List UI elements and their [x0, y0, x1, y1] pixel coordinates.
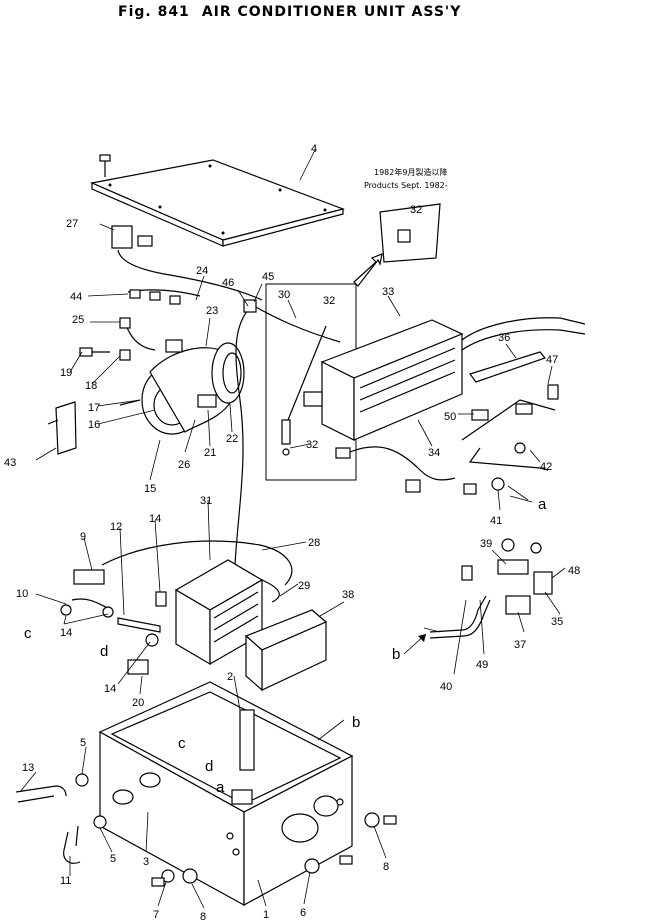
main-case — [98, 681, 354, 907]
relay — [111, 225, 263, 301]
ref-d-case: d — [205, 758, 213, 775]
side-bracket — [47, 401, 77, 455]
callout-3: 3 — [143, 856, 149, 868]
callout-12: 12 — [110, 521, 122, 533]
water-valve — [60, 569, 167, 675]
callout-labels: 1 2 3 4 5 5 6 7 8 8 9 10 11 12 13 14 14 … — [4, 143, 580, 923]
callout-46: 46 — [222, 277, 234, 289]
callout-2: 2 — [227, 671, 233, 683]
production-note: 1982年9月製造以降 Products Sept. 1982- — [364, 167, 448, 190]
evaporator-harness — [335, 446, 477, 495]
callout-32c: 32 — [306, 439, 318, 451]
callout-19: 19 — [60, 367, 72, 379]
blower-bolts — [79, 347, 131, 361]
drain-hose-left — [15, 785, 81, 864]
callout-50: 50 — [444, 411, 456, 423]
callout-29: 29 — [298, 580, 310, 592]
refrigerant-pipe — [429, 538, 553, 639]
ref-d-valve: d — [100, 643, 108, 660]
callout-1: 1 — [263, 909, 269, 921]
callout-38: 38 — [342, 589, 354, 601]
callout-16: 16 — [88, 419, 100, 431]
callout-40: 40 — [440, 681, 452, 693]
heater-hoses — [101, 540, 293, 603]
ref-b-case: b — [352, 714, 360, 731]
callout-20: 20 — [132, 697, 144, 709]
callout-14a: 14 — [149, 513, 161, 525]
callout-9: 9 — [80, 531, 86, 543]
callout-5a: 5 — [80, 737, 86, 749]
callout-6: 6 — [300, 907, 306, 919]
ref-b-pipe: b — [392, 646, 400, 663]
callout-32a: 32 — [410, 204, 422, 216]
cover-plate — [89, 159, 345, 247]
note-japanese: 1982年9月製造以降 — [374, 167, 447, 177]
callout-35: 35 — [551, 616, 563, 628]
evaporator-unit — [303, 319, 464, 441]
callout-14b: 14 — [60, 627, 72, 639]
callout-39: 39 — [480, 538, 492, 550]
callout-47: 47 — [546, 354, 558, 366]
ref-c-case: c — [178, 735, 186, 752]
callout-33: 33 — [382, 286, 394, 298]
callout-42: 42 — [540, 461, 552, 473]
drain-hoses — [461, 317, 586, 491]
callout-41: 41 — [490, 515, 502, 527]
thermostat-capillary — [234, 299, 341, 566]
callout-18: 18 — [85, 380, 97, 392]
figure-name: AIR CONDITIONER UNIT ASS'Y — [201, 4, 462, 20]
callout-25: 25 — [72, 314, 84, 326]
reference-letters: a a b b c c d d — [24, 496, 547, 796]
callout-4: 4 — [311, 143, 317, 155]
callout-22: 22 — [226, 433, 238, 445]
callout-13: 13 — [22, 762, 34, 774]
callout-44: 44 — [70, 291, 82, 303]
callout-21: 21 — [204, 447, 216, 459]
callout-17: 17 — [88, 402, 100, 414]
leader-lines — [19, 149, 566, 909]
figure-title: Fig. 841 AIR CONDITIONER UNIT ASS'Y — [118, 4, 473, 20]
callout-8b: 8 — [383, 861, 389, 873]
callout-23: 23 — [206, 305, 218, 317]
callout-49: 49 — [476, 659, 488, 671]
callout-27: 27 — [66, 218, 78, 230]
callout-32b: 32 — [323, 295, 335, 307]
air-duct — [244, 609, 328, 692]
callout-28: 28 — [308, 537, 320, 549]
callout-34: 34 — [428, 447, 440, 459]
ref-a-case: a — [216, 779, 225, 796]
callout-10: 10 — [16, 588, 28, 600]
callout-48: 48 — [568, 565, 580, 577]
callout-43: 43 — [4, 457, 16, 469]
cover-bolt — [99, 154, 111, 177]
figure-number: Fig. 841 — [118, 4, 190, 20]
callout-7: 7 — [153, 909, 159, 921]
blower-assembly — [119, 339, 245, 435]
note-inset — [353, 203, 441, 287]
callout-26: 26 — [178, 459, 190, 471]
callout-11: 11 — [60, 875, 71, 887]
callout-36: 36 — [498, 332, 510, 344]
callout-5b: 5 — [110, 853, 116, 865]
note-english: Products Sept. 1982- — [364, 181, 448, 190]
callout-30: 30 — [278, 289, 290, 301]
callout-8a: 8 — [200, 911, 206, 923]
callout-31: 31 — [200, 495, 212, 507]
callout-37: 37 — [514, 639, 526, 651]
wire-harness — [119, 289, 201, 351]
ref-c-valve: c — [24, 625, 32, 642]
case-fittings — [75, 773, 397, 887]
reference-arrows — [403, 495, 533, 655]
callout-14c: 14 — [104, 683, 116, 695]
callout-24: 24 — [196, 265, 208, 277]
callout-45: 45 — [262, 271, 274, 283]
ref-a-pipe: a — [538, 496, 547, 513]
callout-15: 15 — [144, 483, 156, 495]
